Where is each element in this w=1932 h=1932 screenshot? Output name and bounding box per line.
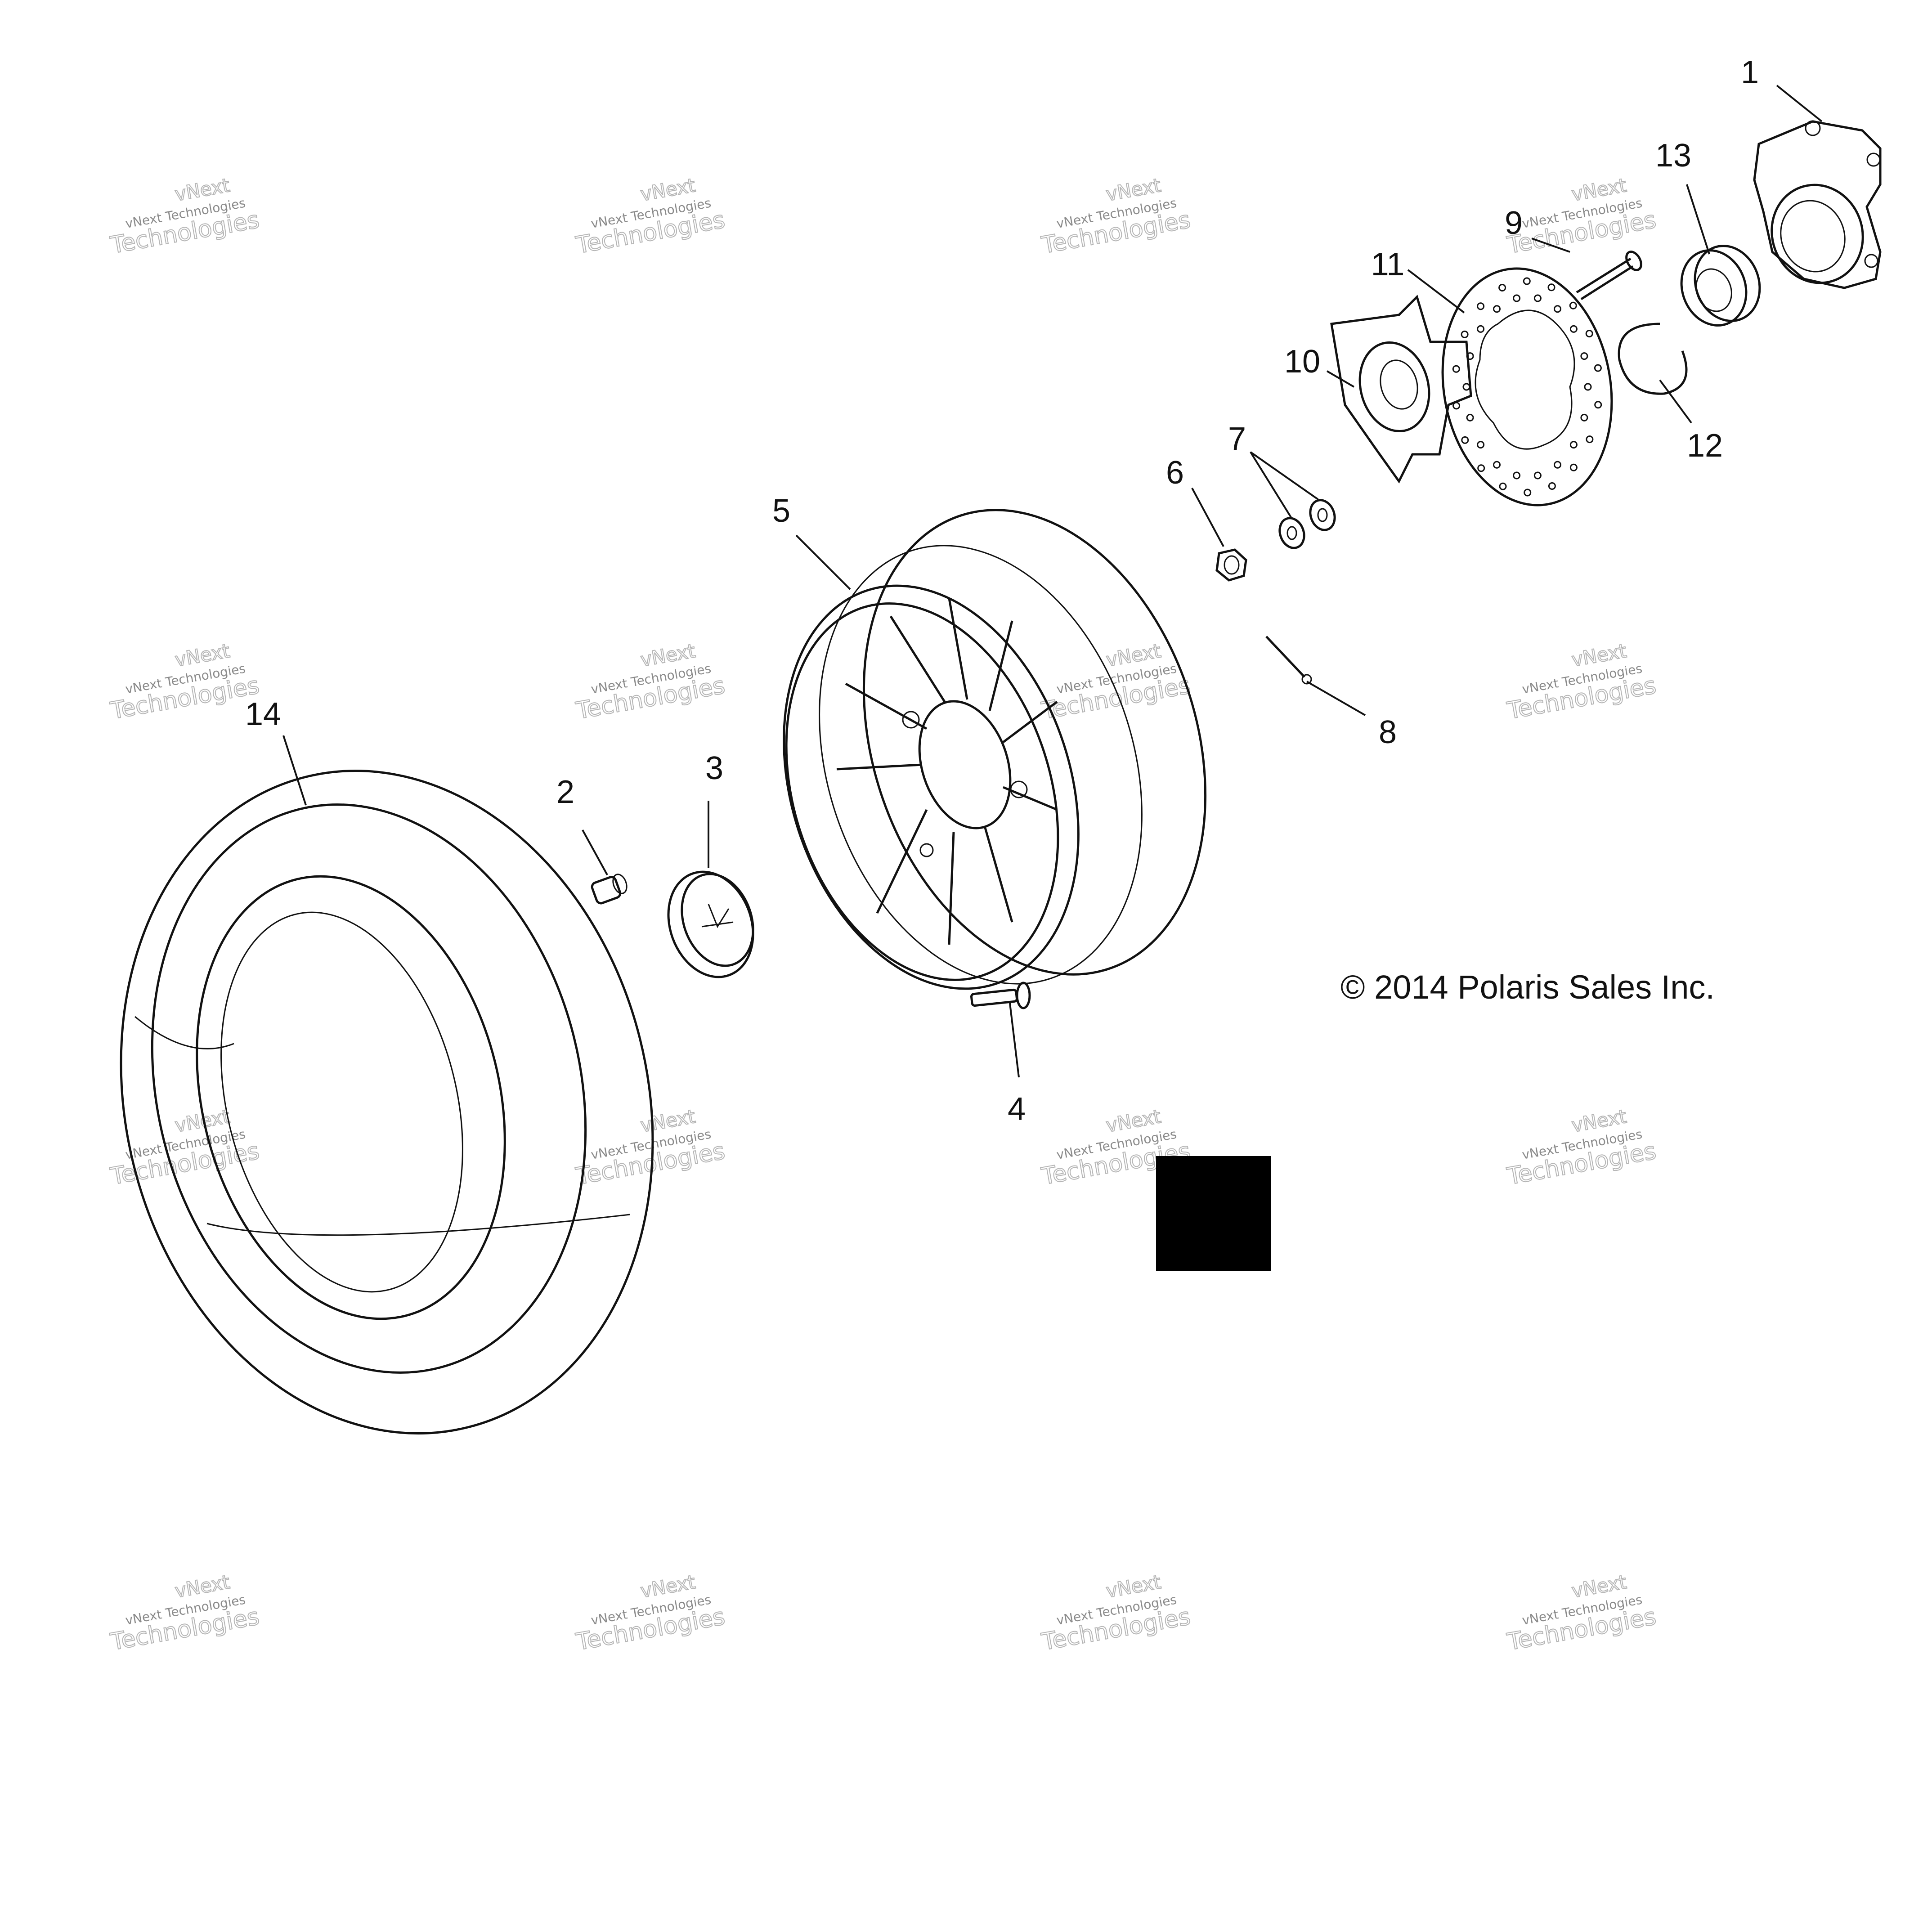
tire-part	[120, 770, 654, 1434]
disc-hole	[1461, 436, 1469, 444]
copyright-notice: © 2014 Polaris Sales Inc.	[1340, 968, 1715, 1006]
disc-hole	[1569, 463, 1578, 471]
callout-14: 14	[245, 696, 281, 732]
disc-hole	[1477, 325, 1485, 333]
hub-part	[1330, 295, 1472, 484]
valve-cap-part	[591, 874, 628, 905]
washers-part	[1278, 499, 1336, 549]
disc-hole	[1499, 482, 1507, 490]
callout-8: 8	[1379, 714, 1397, 750]
callout-10: 10	[1284, 344, 1320, 380]
disc-hole	[1477, 441, 1485, 449]
lug-bolt-part	[970, 982, 1031, 1009]
disc-hole	[1533, 471, 1542, 480]
steering-knuckle-part	[1753, 120, 1882, 289]
callout-labels: 1 2 3 4 5 6 7 8 9 10 11 12 13 14	[245, 54, 1759, 1127]
disc-hole	[1466, 413, 1474, 421]
disc-hole	[1452, 402, 1461, 410]
disc-hole	[1569, 325, 1578, 333]
callout-6: 6	[1166, 455, 1184, 491]
disc-hole	[1461, 330, 1469, 338]
disc-hole	[1584, 383, 1592, 391]
disc-hole	[1580, 352, 1588, 360]
disc-hole	[1594, 364, 1602, 372]
disc-hole	[1569, 301, 1577, 309]
disc-hole	[1580, 413, 1588, 421]
disc-hole	[1554, 461, 1561, 469]
disc-hole	[1466, 352, 1474, 360]
leader-lines	[282, 85, 1823, 1078]
disc-hole	[1548, 482, 1556, 490]
snap-ring-part	[1618, 323, 1688, 395]
hub-cap-part	[667, 870, 754, 978]
callout-2: 2	[556, 774, 574, 810]
wheel-part	[783, 509, 1207, 990]
callout-7: 7	[1228, 421, 1246, 457]
callout-4: 4	[1008, 1091, 1026, 1127]
disc-hole	[1477, 464, 1485, 472]
disc-hole	[1524, 489, 1532, 497]
callout-9: 9	[1505, 205, 1523, 241]
brake-disc-part	[1441, 267, 1613, 507]
disc-hole	[1493, 305, 1501, 313]
disc-hole	[1547, 283, 1555, 291]
callout-5: 5	[772, 493, 790, 529]
castle-nut-part	[1215, 548, 1247, 582]
cotter-pin-part	[1265, 636, 1312, 685]
callout-12: 12	[1687, 428, 1723, 464]
redaction-block	[1156, 1156, 1271, 1271]
disc-hole	[1594, 401, 1602, 409]
disc-hole	[1585, 330, 1593, 338]
disc-hole	[1523, 277, 1531, 285]
disc-hole	[1586, 435, 1594, 444]
stud-bolt-part	[1576, 251, 1642, 300]
disc-hole	[1533, 294, 1542, 302]
callout-3: 3	[705, 750, 723, 786]
callout-11: 11	[1371, 247, 1405, 282]
disc-hole	[1452, 365, 1460, 373]
disc-hole	[1554, 305, 1561, 313]
disc-hole	[1513, 294, 1521, 302]
disc-hole	[1498, 284, 1506, 291]
disc-hole	[1462, 383, 1470, 391]
callout-1: 1	[1741, 54, 1759, 90]
disc-hole	[1493, 461, 1501, 469]
disc-hole	[1477, 302, 1485, 310]
callout-13: 13	[1655, 138, 1691, 174]
disc-hole	[1513, 471, 1521, 480]
bearing-part	[1680, 245, 1761, 327]
disc-hole	[1569, 441, 1578, 449]
